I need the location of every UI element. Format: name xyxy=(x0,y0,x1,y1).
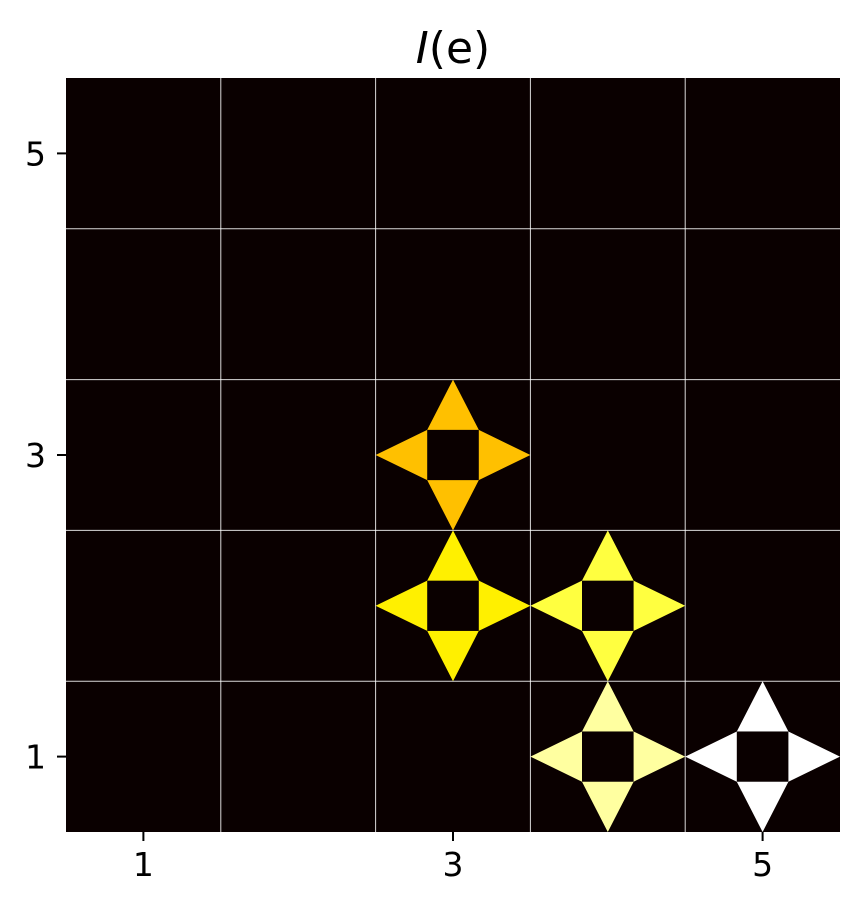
x-tick-label: 3 xyxy=(443,845,464,884)
y-tick-label: 3 xyxy=(25,436,46,475)
cell-marker-center-5 xyxy=(736,731,789,782)
x-tick-label: 1 xyxy=(133,845,154,884)
x-tick-label: 5 xyxy=(752,845,773,884)
y-tick-label: 5 xyxy=(25,134,46,173)
y-tick-label: 1 xyxy=(25,738,46,777)
chart-title-arg: (e) xyxy=(429,23,490,74)
chart-title: I(e) xyxy=(416,23,490,74)
cell-marker-center-1 xyxy=(427,429,479,481)
chart-title-main: I xyxy=(416,23,429,74)
plot-area: 1 3 5 1 3 5 xyxy=(25,78,840,884)
cell-marker-center-3 xyxy=(582,580,634,631)
cell-marker-center-4 xyxy=(582,731,634,782)
cell-marker-center-2 xyxy=(427,580,479,631)
